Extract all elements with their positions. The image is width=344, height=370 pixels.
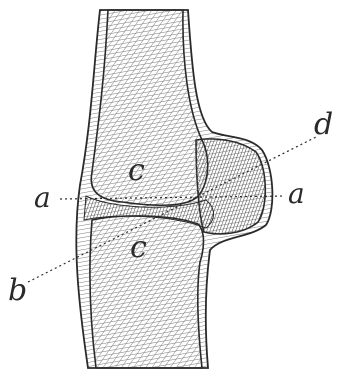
label-left-a: a [34,181,51,214]
label-upper-bone: c [128,153,145,188]
label-pointer-d: d [314,107,333,142]
label-pointer-b: b [8,273,27,308]
label-right-a: a [288,177,305,210]
label-lower-bone: c [130,230,147,265]
